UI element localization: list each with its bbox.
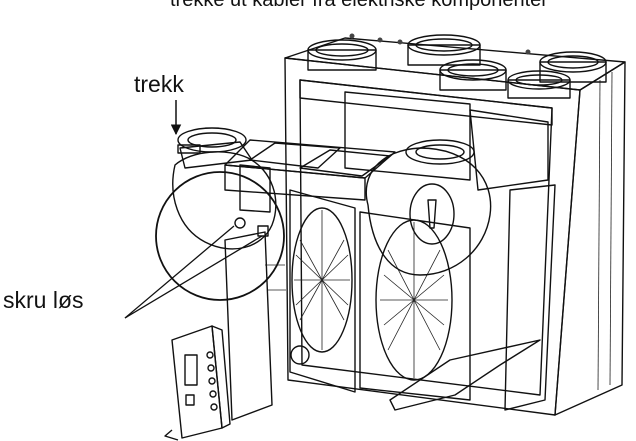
right-fan [359, 139, 541, 411]
duct-stub-4 [539, 51, 607, 83]
connector-holes [206, 351, 218, 411]
page-heading: trekke ut kabler fra elektriske komponen… [170, 0, 548, 11]
label-trekk: trekk [134, 71, 184, 97]
filter-cassette [224, 139, 396, 201]
leader-line-1 [124, 225, 235, 319]
duct-stub-1 [307, 39, 377, 71]
leader-line-2 [124, 235, 263, 319]
label-skru-los: skru løs [3, 287, 84, 313]
detail-circle [155, 171, 285, 301]
module-dots [526, 138, 540, 157]
control-unit [164, 325, 231, 441]
duct-stub-3 [439, 59, 507, 91]
duct-stub-5 [507, 70, 571, 99]
heat-exchanger-grille [289, 189, 356, 393]
electronics-board [224, 217, 286, 421]
left-fan [172, 127, 277, 250]
duct-connectors [307, 33, 607, 99]
annotations: trekk skru løs [3, 71, 285, 319]
